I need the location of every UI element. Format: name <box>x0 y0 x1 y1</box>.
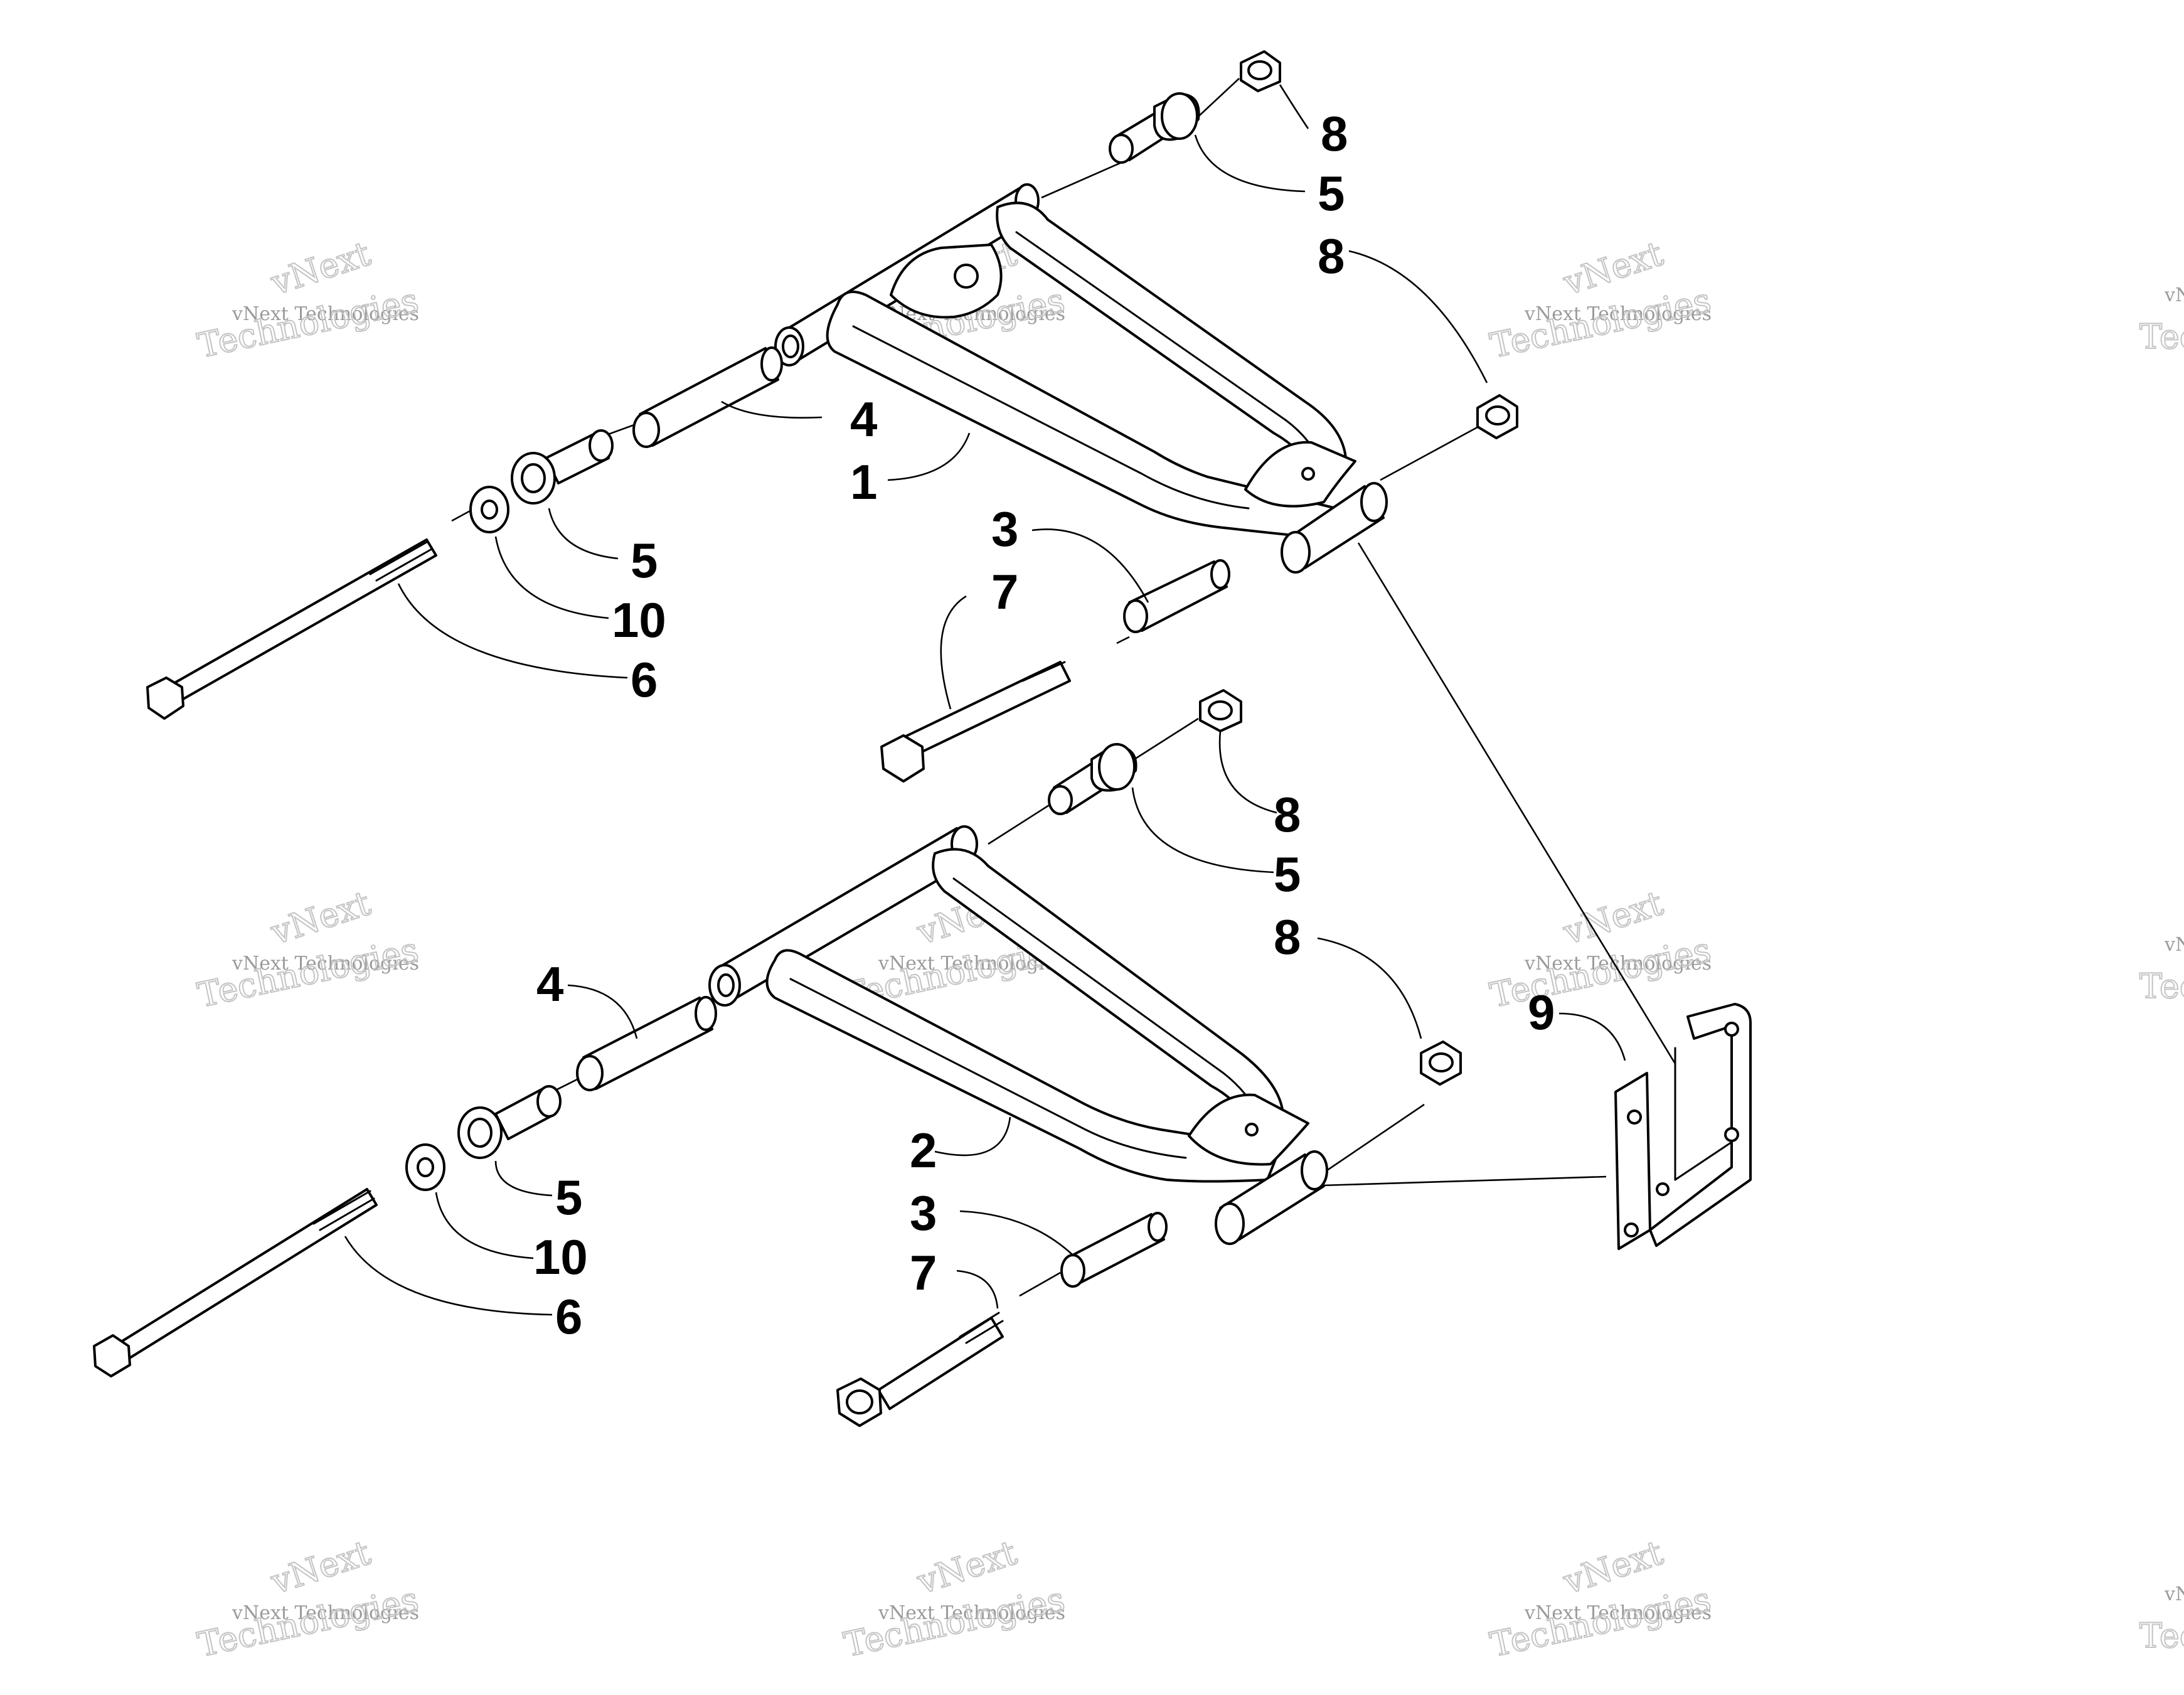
callout-6: 6 <box>555 1289 582 1344</box>
svg-text:Technologies: Technologies <box>194 1580 422 1665</box>
flanged-bushing-upper-rear <box>1109 92 1200 164</box>
callout-4: 4 <box>850 392 877 447</box>
callout-5: 5 <box>555 1170 582 1225</box>
watermark: vNext vNext Technologies Technologies <box>1486 233 1715 366</box>
watermark: vNext vNext Technologies Technologies <box>840 1532 1069 1665</box>
svg-text:vNext Technologies: vNext Technologies <box>232 1602 419 1624</box>
washer-upper <box>469 486 509 533</box>
flange-nut-lower-top <box>1199 689 1242 732</box>
flanged-bushing-upper-left <box>511 429 614 505</box>
long-bolt-upper <box>146 538 437 720</box>
sleeve-upper <box>632 346 783 448</box>
svg-text:vNext Technologies: vNext Technologies <box>1524 303 1712 325</box>
flanged-bushing-lower-rear <box>1048 743 1137 815</box>
callout-7: 7 <box>991 564 1018 619</box>
callout-6: 6 <box>631 652 658 707</box>
sleeve-front-upper <box>1123 559 1230 633</box>
callout-8: 8 <box>1274 909 1301 965</box>
svg-text:vNext Technologies: vNext Technologies <box>2164 934 2184 956</box>
callout-5: 5 <box>1274 847 1301 902</box>
svg-text:vNext Technologies: vNext Technologies <box>1524 1602 1712 1624</box>
svg-text:vNext Technologies: vNext Technologies <box>2164 284 2184 306</box>
svg-text:vNext Technologies: vNext Technologies <box>1524 953 1712 975</box>
flanged-bushing-lower-left <box>457 1085 562 1159</box>
mounting-bracket <box>1614 1003 1752 1250</box>
callout-numbers: 8 5 8 4 1 5 10 6 3 7 8 5 8 9 4 2 5 10 6 … <box>533 106 1555 1344</box>
svg-text:vNext Technologies: vNext Technologies <box>232 953 419 975</box>
svg-text:Technologies: Technologies <box>1487 281 1715 366</box>
svg-text:vNext Technologies: vNext Technologies <box>878 1602 1065 1624</box>
callout-5: 5 <box>631 533 658 588</box>
callout-8: 8 <box>1318 228 1345 284</box>
callout-4: 4 <box>536 956 563 1012</box>
lower-a-arm <box>708 825 1328 1245</box>
sleeve-front-lower <box>1060 1212 1168 1288</box>
callout-5: 5 <box>1318 166 1345 221</box>
washer-lower <box>405 1143 445 1191</box>
svg-text:Technologies: Technologies <box>2139 317 2184 356</box>
callout-10: 10 <box>533 1229 588 1285</box>
long-bolt-lower <box>93 1188 378 1377</box>
callout-7: 7 <box>910 1245 937 1300</box>
short-bolt-upper <box>880 661 1071 783</box>
watermark: vNext Technologies Technologies <box>2139 284 2184 357</box>
svg-text:vNext Technologies: vNext Technologies <box>232 303 419 325</box>
callout-3: 3 <box>910 1185 937 1241</box>
watermark: vNext vNext Technologies Technologies <box>1486 1532 1715 1665</box>
callout-8: 8 <box>1321 106 1348 161</box>
flange-nut-upper-top <box>1240 50 1281 92</box>
svg-text:Technologies: Technologies <box>194 930 422 1015</box>
watermark: vNext Technologies Technologies <box>2139 934 2184 1007</box>
sleeve-lower <box>576 996 717 1091</box>
svg-text:Technologies: Technologies <box>2139 966 2184 1006</box>
callout-3: 3 <box>991 501 1018 557</box>
svg-text:Technologies: Technologies <box>1487 1580 1715 1665</box>
callout-9: 9 <box>1528 985 1555 1040</box>
svg-text:Technologies: Technologies <box>841 1580 1068 1665</box>
callout-2: 2 <box>910 1123 937 1178</box>
watermark: vNext vNext Technologies Technologies <box>194 233 423 366</box>
watermark: vNext Technologies Technologies <box>2139 1583 2184 1656</box>
watermark-grid: vNext vNext Technologies Technologies vN… <box>194 233 2184 1665</box>
callout-1: 1 <box>850 454 877 510</box>
flange-nut-lower-front <box>1420 1040 1462 1086</box>
callout-10: 10 <box>612 592 666 648</box>
leader-lines <box>344 84 1626 1316</box>
watermark: vNext vNext Technologies Technologies <box>1486 882 1715 1015</box>
svg-text:vNext Technologies: vNext Technologies <box>2164 1583 2184 1605</box>
watermark: vNext vNext Technologies Technologies <box>194 882 423 1015</box>
short-bolt-lower <box>836 1312 1004 1427</box>
svg-text:Technologies: Technologies <box>194 281 422 366</box>
watermark: vNext vNext Technologies Technologies <box>194 1532 423 1665</box>
svg-text:Technologies: Technologies <box>1487 930 1715 1015</box>
svg-text:Technologies: Technologies <box>2139 1616 2184 1655</box>
callout-8: 8 <box>1274 787 1301 842</box>
flange-nut-upper-front <box>1476 394 1518 439</box>
upper-a-arm <box>774 183 1388 574</box>
